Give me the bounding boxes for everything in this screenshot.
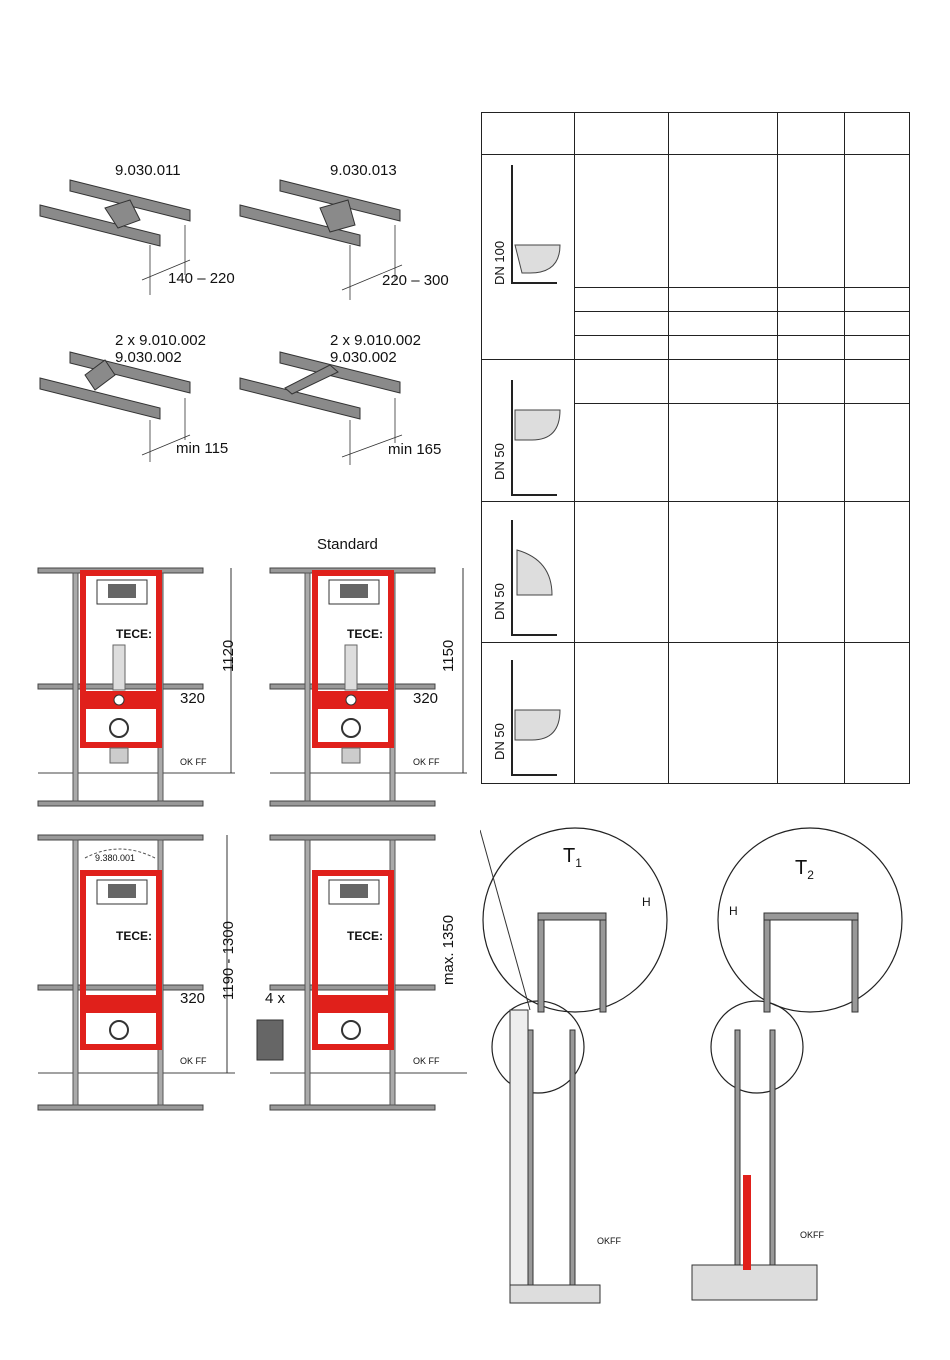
pipe-dn-50-a: DN 50 xyxy=(492,443,507,480)
pipe-dn-50-b: DN 50 xyxy=(492,583,507,620)
okff-2: OK FF xyxy=(413,757,440,767)
bracket-2-code: 9.030.013 xyxy=(330,162,397,179)
brand-3: TECE: xyxy=(116,929,152,943)
bracket-4-range: min 165 xyxy=(388,441,442,458)
h-label-2: H xyxy=(729,904,738,918)
bracket-2-range: 220 – 300 xyxy=(382,272,449,289)
height-max-1350: max. 1350 xyxy=(440,914,457,985)
bracket-1-range: 140 – 220 xyxy=(168,270,235,287)
t2-label: T2 xyxy=(795,857,814,882)
bracket-code-label: 9.380.001 xyxy=(95,853,136,863)
okff-detail-2: OKFF xyxy=(800,1230,824,1240)
detail-drawings xyxy=(480,827,903,1304)
height-1150: 1150 xyxy=(440,639,457,672)
h-label-1: H xyxy=(642,895,651,909)
bracket-drawings xyxy=(39,179,403,465)
bracket-4-code: 2 x 9.010.002 9.030.002 xyxy=(330,332,421,366)
bracket-1-code: 9.030.011 xyxy=(115,162,181,179)
t1-label: T1 xyxy=(563,845,582,870)
okff-1: OK FF xyxy=(180,757,207,767)
brand-2: TECE: xyxy=(347,627,383,641)
dim-320-c: 320 xyxy=(180,990,206,1007)
fixture-icons xyxy=(511,165,561,776)
height-1120: 1120 xyxy=(220,639,237,672)
okff-detail-1: OKFF xyxy=(597,1236,621,1246)
frame-drawings xyxy=(37,567,468,1111)
standard-label: Standard xyxy=(317,536,378,553)
bracket-3-code: 2 x 9.010.002 9.030.002 xyxy=(115,332,206,366)
okff-3: OK FF xyxy=(180,1056,207,1066)
dim-320-b: 320 xyxy=(413,690,439,707)
dim-320-a: 320 xyxy=(180,690,206,707)
height-1190-1300: 1190 - 1300 xyxy=(220,921,237,1000)
screws-label: 4 x xyxy=(265,990,286,1007)
bracket-3-range: min 115 xyxy=(176,440,229,457)
pipe-dn-100: DN 100 xyxy=(492,240,507,285)
brand-1: TECE: xyxy=(116,627,152,641)
brand-4: TECE: xyxy=(347,929,383,943)
pipe-dn-50-c: DN 50 xyxy=(492,723,507,760)
fixture-table xyxy=(481,112,910,784)
okff-4: OK FF xyxy=(413,1056,440,1066)
